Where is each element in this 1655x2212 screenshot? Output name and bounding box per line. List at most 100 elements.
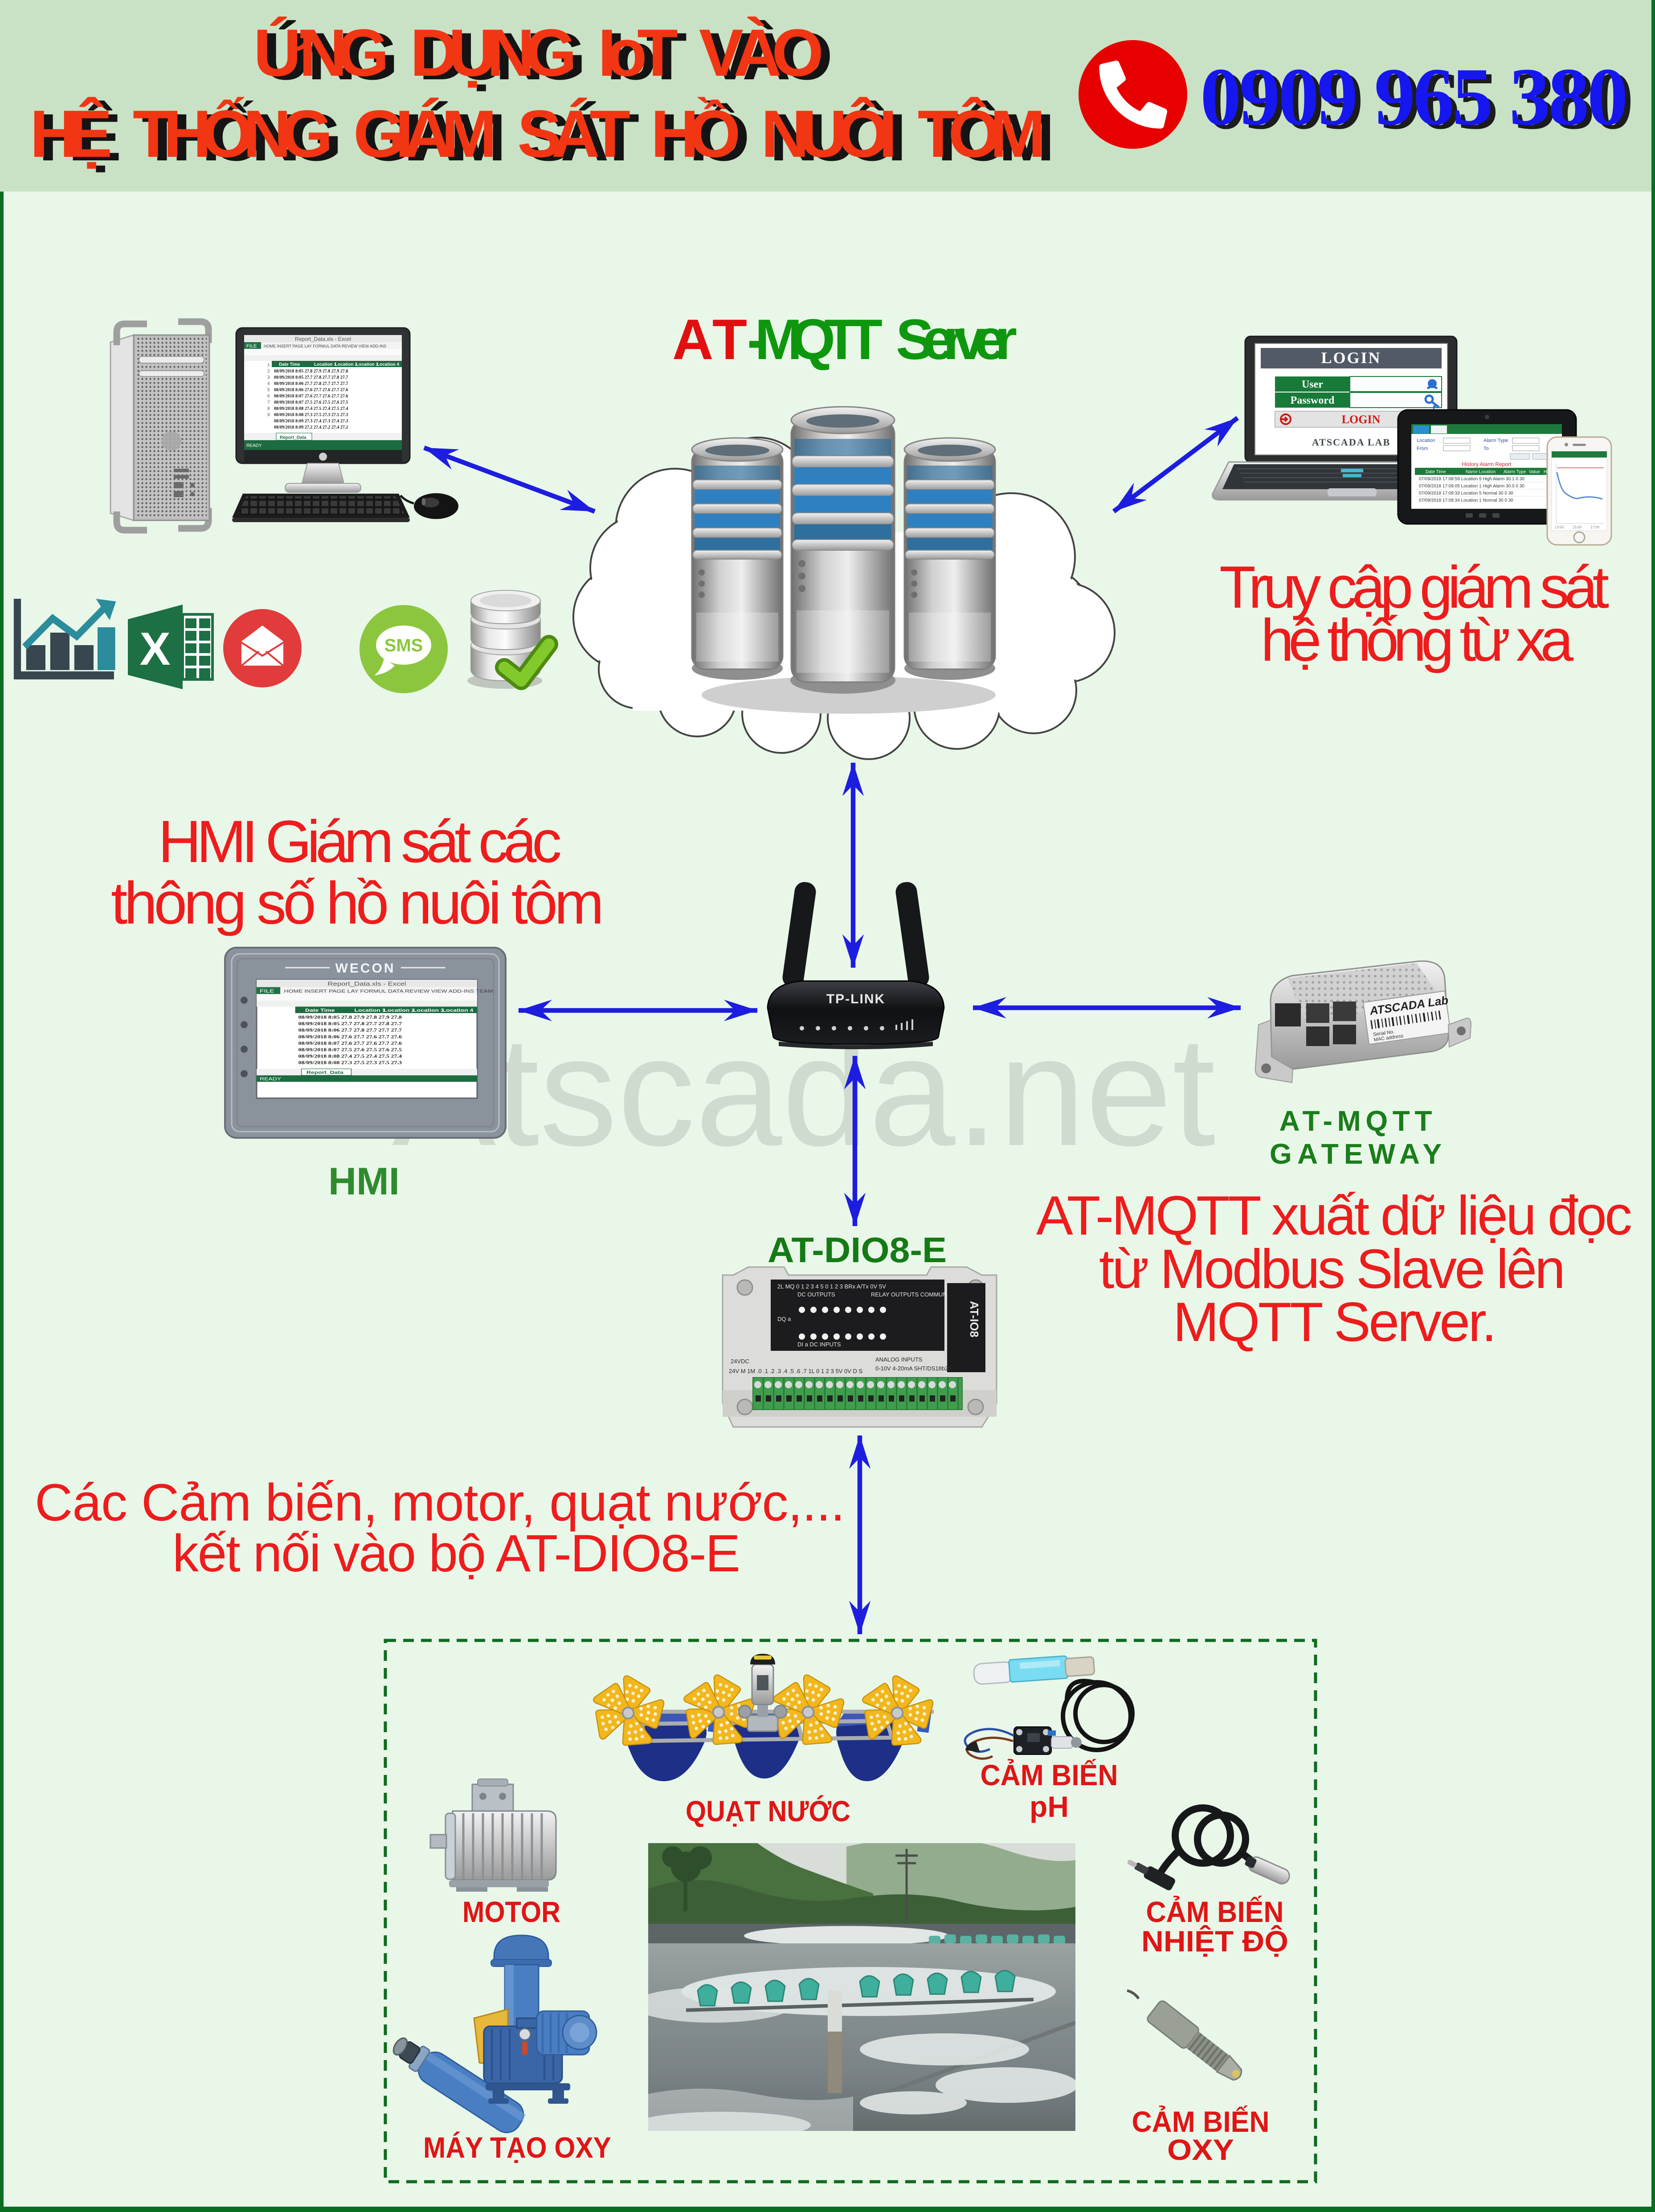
svg-text:READY: READY (246, 443, 262, 448)
svg-text:HỆ THỐNG GIÁM SÁT HỒ NUÔI TÔM: HỆ THỐNG GIÁM SÁT HỒ NUÔI TÔM (30, 96, 1046, 171)
svg-text:AT-IO8: AT-IO8 (968, 1301, 981, 1337)
svg-text:07/09/2018 17:08:59 Locatio: 07/09/2018 17:08:59 Location 5 High Alar… (1419, 477, 1524, 482)
svg-text:HMI Giám sát các: HMI Giám sát các (158, 809, 562, 875)
svg-text:08/09/2018 8:06 27.7 27.8: 08/09/2018 8:06 27.7 27.8 27.7 27.7 27.7 (274, 381, 348, 386)
svg-text:Name Location: Name Location (1466, 470, 1496, 474)
svg-text:Date Time: Date Time (305, 1008, 335, 1013)
svg-text:08/09/2018 8:05 27.7 27.8: 08/09/2018 8:05 27.7 27.8 27.7 27.8 27.7 (298, 1021, 402, 1026)
svg-text:pH: pH (1030, 1790, 1069, 1823)
svg-text:DQ a: DQ a (777, 1316, 791, 1322)
svg-text:Location 3: Location 3 (413, 1008, 444, 1013)
svg-text:Alarm Type: Alarm Type (1504, 470, 1526, 474)
svg-text:FILE: FILE (246, 343, 257, 349)
svg-text:3: 3 (267, 375, 270, 380)
svg-text:08/09/2018 8:07 27.5 27.6: 08/09/2018 8:07 27.5 27.6 27.5 27.6 27.5 (274, 400, 348, 405)
svg-text:08/09/2018 8:05 27.8 27.9: 08/09/2018 8:05 27.8 27.9 27.8 27.9 27.8 (298, 1014, 402, 1020)
svg-text:Report_Data.xls - Excel: Report_Data.xls - Excel (327, 981, 406, 987)
svg-text:08/09/2018 8:08 27.3 27.5: 08/09/2018 8:08 27.3 27.5 27.3 27.5 27.3 (298, 1060, 402, 1065)
svg-text:thông số hồ nuôi tôm: thông số hồ nuôi tôm (111, 870, 604, 936)
svg-text:TP-LINK: TP-LINK (826, 992, 885, 1006)
svg-text:17:00: 17:00 (1590, 525, 1600, 529)
svg-text:7: 7 (267, 400, 270, 405)
svg-text:RELAY OUTPUTS COMMUNICATION: RELAY OUTPUTS COMMUNICATION (871, 1291, 970, 1298)
svg-text:08/09/2018 8:09 27.3 27.4: 08/09/2018 8:09 27.3 27.4 27.3 27.4 27.3 (274, 419, 348, 424)
svg-text:kết nối vào bộ AT-DIO8-E: kết nối vào bộ AT-DIO8-E (172, 1524, 740, 1583)
svg-text:X: X (139, 623, 170, 675)
svg-text:ANALOG INPUTS: ANALOG INPUTS (875, 1356, 923, 1363)
svg-text:Các Cảm biến, motor, quạt nước: Các Cảm biến, motor, quạt nước,... (35, 1473, 845, 1532)
svg-text:08/09/2018 8:06 27.6 27.7: 08/09/2018 8:06 27.6 27.7 27.6 27.7 27.6 (274, 388, 348, 393)
svg-text:0-10V 4-20mA SHT/DS18b2: 0-10V 4-20mA SHT/DS18b20 (875, 1365, 952, 1372)
svg-text:07/09/2018 17:09:33 Locatio: 07/09/2018 17:09:33 Location 5 Normal 30… (1419, 491, 1513, 496)
svg-text:MQTT Server.: MQTT Server. (1173, 1292, 1497, 1353)
svg-text:24V M 1M .0 .1 .2: 24V M 1M .0 .1 .2 .3 .4 .5 .6 .7 1L 0 1 … (729, 1368, 862, 1374)
svg-text:8: 8 (267, 406, 270, 411)
svg-text:hệ thống từ xa: hệ thống từ xa (1261, 607, 1573, 674)
svg-text:READY: READY (260, 1076, 281, 1082)
svg-text:1: 1 (267, 363, 270, 368)
svg-text:5: 5 (267, 388, 270, 393)
svg-text:SMS: SMS (384, 636, 423, 655)
svg-text:MOTOR: MOTOR (462, 1895, 560, 1928)
svg-text:07/09/2018 17:09:05 Locatio: 07/09/2018 17:09:05 Location 1 High Alar… (1419, 484, 1524, 489)
svg-text:Location 4: Location 4 (377, 362, 399, 367)
svg-text:HOME INSERT PAGE LAY FORMUL DA: HOME INSERT PAGE LAY FORMUL DATA REVIEW … (284, 989, 493, 994)
svg-text:HOME INSERT PAGE LAY FORMUL DA: HOME INSERT PAGE LAY FORMUL DATA REVIEW … (264, 344, 386, 348)
svg-text:08/09/2018 8:08 27.3 27.5: 08/09/2018 8:08 27.3 27.5 27.3 27.5 27.3 (274, 413, 348, 417)
svg-text:Location 4: Location 4 (442, 1008, 474, 1013)
svg-text:Location 3: Location 3 (356, 362, 378, 367)
svg-text:Alarm Type: Alarm Type (1483, 438, 1508, 443)
svg-text:AT-MQTT: AT-MQTT (1279, 1105, 1432, 1137)
svg-text:2: 2 (267, 369, 270, 374)
svg-text:từ Modbus Slave lên: từ Modbus Slave lên (1099, 1239, 1565, 1300)
svg-text:ỨNG DỤNG IoT VÀO: ỨNG DỤNG IoT VÀO (262, 19, 833, 94)
svg-text:0909 965 380: 0909 965 380 (1200, 51, 1628, 143)
svg-text:Report_Data: Report_Data (280, 435, 306, 440)
svg-text:DI a DC INPUTS: DI a DC INPUTS (797, 1341, 841, 1348)
svg-text:08/09/2018 8:09 27.2 27.4: 08/09/2018 8:09 27.2 27.4 27.2 27.4 27.2 (274, 425, 348, 430)
svg-text:Location 1: Location 1 (354, 1008, 385, 1013)
svg-text:Report_Data: Report_Data (306, 1070, 343, 1075)
svg-text:GATEWAY: GATEWAY (1270, 1138, 1442, 1170)
svg-text:DC OUTPUTS: DC OUTPUTS (797, 1291, 835, 1298)
svg-text:HMI: HMI (328, 1160, 400, 1203)
svg-text:QUẠT NƯỚC: QUẠT NƯỚC (686, 1795, 850, 1828)
svg-text:HỆ THỐNG GIÁM SÁT HỒ NUÔI TÔM: HỆ THỐNG GIÁM SÁT HỒ NUÔI TÔM (39, 100, 1054, 175)
svg-text:Date Time: Date Time (279, 362, 300, 367)
svg-text:CẢM BIẾN: CẢM BIẾN (1146, 1895, 1284, 1928)
svg-text:08/09/2018 8:07 27.6 27.7: 08/09/2018 8:07 27.6 27.7 27.6 27.7 27.6 (274, 394, 348, 399)
svg-text:9: 9 (267, 413, 270, 417)
svg-text:08/09/2018 8:05 27.7 27.8: 08/09/2018 8:05 27.7 27.8 27.7 27.8 27.7 (274, 375, 348, 380)
svg-text:OXY: OXY (1167, 2133, 1234, 2166)
svg-text:07/09/2018 17:09:34 Locatio: 07/09/2018 17:09:34 Location 1 Normal 30… (1419, 498, 1513, 503)
svg-text:4: 4 (267, 381, 270, 386)
svg-text:08/09/2018 8:06 27.6 27.7: 08/09/2018 8:06 27.6 27.7 27.6 27.7 27.6 (298, 1034, 402, 1039)
svg-text:08/09/2018 8:05 27.8 27.9: 08/09/2018 8:05 27.8 27.9 27.8 27.9 27.8 (274, 369, 348, 374)
svg-text:Password: Password (1291, 395, 1335, 406)
svg-text:ỨNG DỤNG IoT VÀO: ỨNG DỤNG IoT VÀO (253, 15, 824, 90)
svg-text:LOGIN: LOGIN (1342, 413, 1381, 426)
svg-text:2L MQ 0 1 2 3 4 5: 2L MQ 0 1 2 3 4 5 0 1 2 3 BRx A/Tx 0V 5V (777, 1283, 886, 1290)
svg-text:User: User (1302, 379, 1323, 390)
svg-text:NHIỆT ĐỘ: NHIỆT ĐỘ (1141, 1925, 1288, 1958)
svg-text:0909 965 380: 0909 965 380 (1205, 55, 1634, 147)
svg-text:6: 6 (267, 394, 270, 399)
svg-text:Location 1: Location 1 (314, 362, 336, 367)
svg-text:Location 2: Location 2 (335, 362, 357, 367)
svg-text:-MQTT Server: -MQTT Server (747, 308, 1017, 372)
svg-text:08/09/2018 8:07 27.5 27.6: 08/09/2018 8:07 27.5 27.6 27.5 27.6 27.5 (298, 1047, 402, 1052)
svg-text:08/09/2018 8:07 27.6 27.7: 08/09/2018 8:07 27.6 27.7 27.6 27.7 27.6 (298, 1041, 402, 1046)
svg-text:CẢM BIẾN: CẢM BIẾN (1132, 2105, 1270, 2138)
svg-text:FILE: FILE (260, 988, 274, 994)
svg-text:08/09/2018 8:06 27.7 27.8: 08/09/2018 8:06 27.7 27.8 27.7 27.7 27.7 (298, 1027, 402, 1033)
svg-text:24VDC: 24VDC (731, 1358, 749, 1365)
svg-text:Report_Data.xls - Excel: Report_Data.xls - Excel (295, 336, 351, 342)
svg-text:08/09/2018 8:08 27.4 27.5: 08/09/2018 8:08 27.4 27.5 27.4 27.5 27.4 (274, 406, 348, 411)
svg-text:LOGIN: LOGIN (1321, 349, 1381, 367)
svg-text:Location: Location (1417, 438, 1435, 443)
svg-text:History Alarm Report: History Alarm Report (1462, 461, 1512, 467)
svg-text:Truy cập giám sát: Truy cập giám sát (1219, 554, 1609, 621)
svg-text:15:00: 15:00 (1573, 525, 1582, 529)
svg-text:Value: Value (1529, 470, 1540, 474)
svg-text:08/09/2018 8:08 27.4 27.5: 08/09/2018 8:08 27.4 27.5 27.4 27.5 27.4 (298, 1054, 402, 1059)
